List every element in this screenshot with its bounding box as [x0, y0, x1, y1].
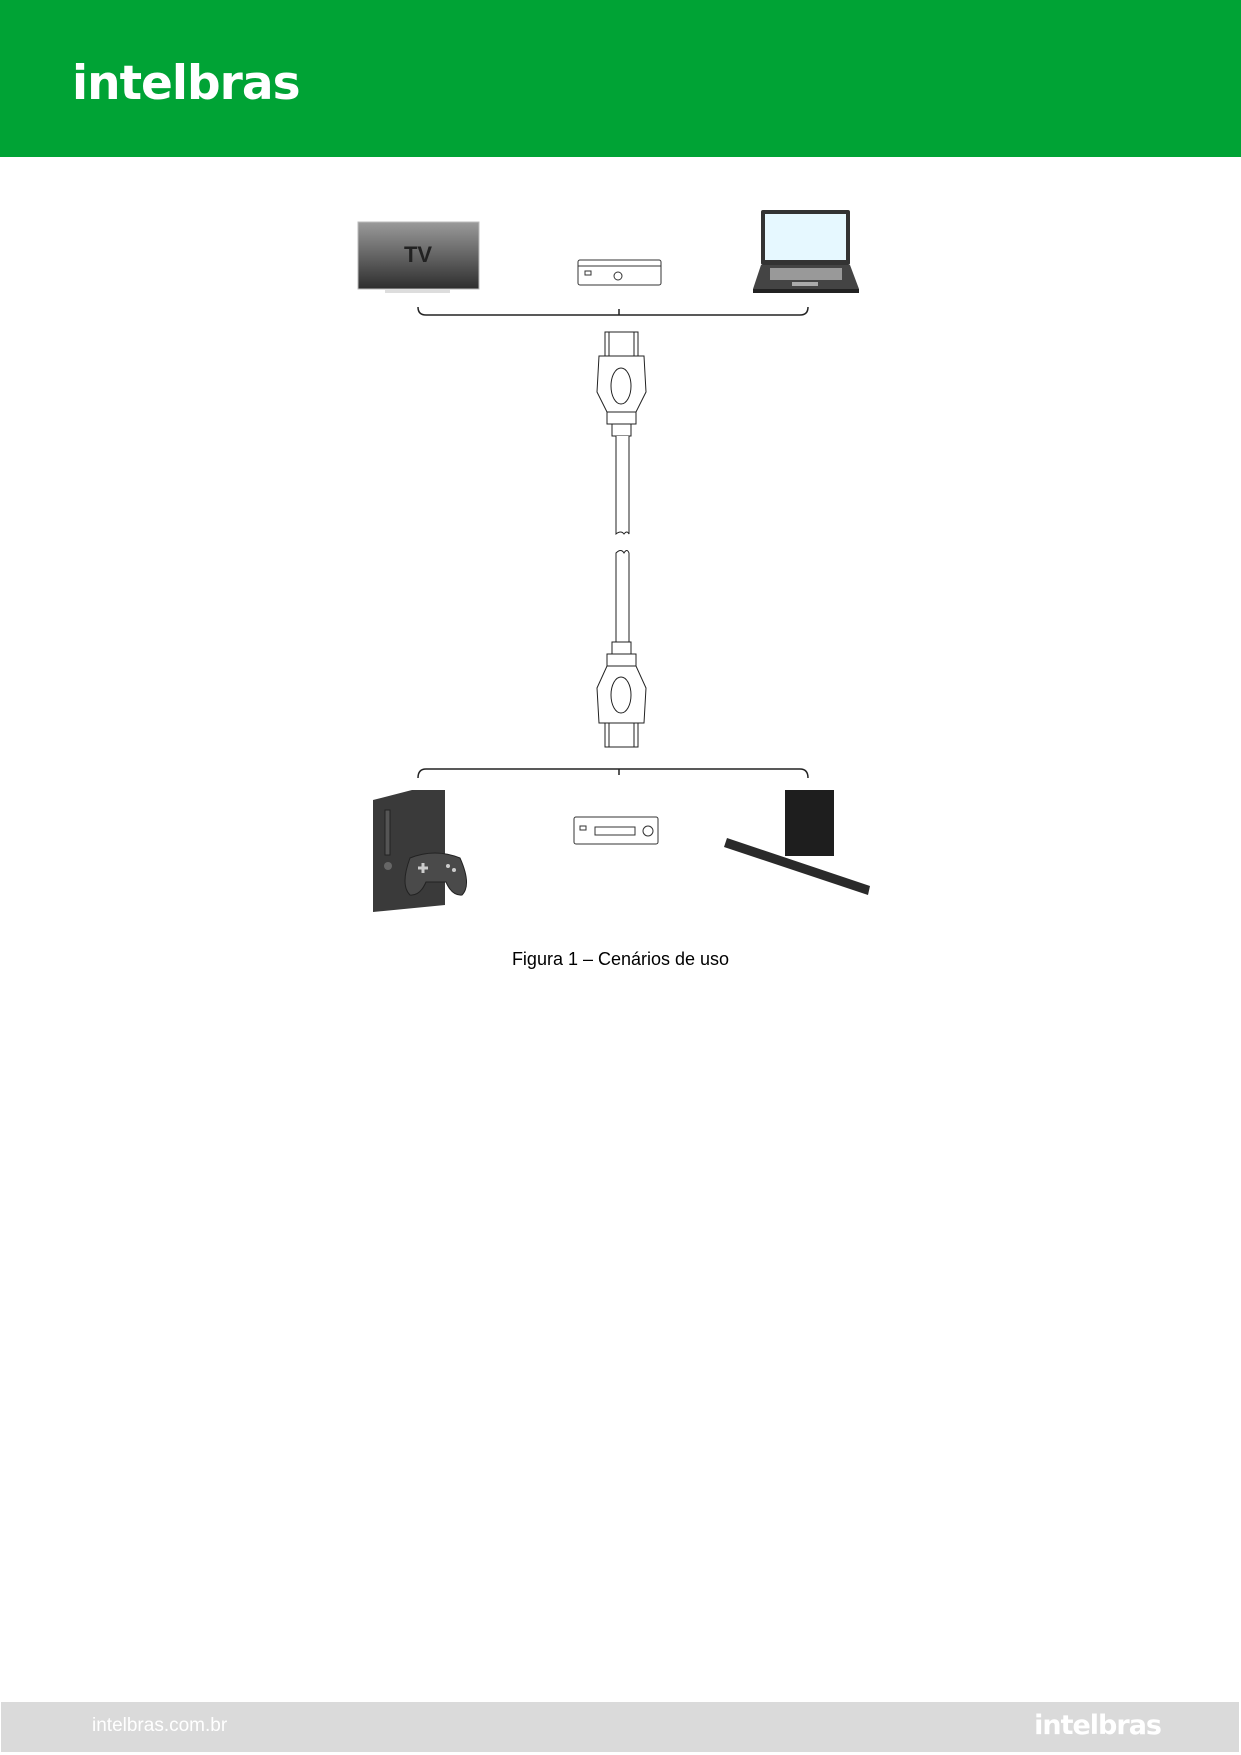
footer-website-link[interactable]: intelbras.com.br [92, 1715, 228, 1736]
dvd-player-icon [573, 816, 659, 845]
intelbras-logo: intelbras [72, 56, 301, 111]
tv-label: TV [404, 242, 432, 267]
page-footer: intelbras.com.br intelbras [1, 1702, 1239, 1752]
game-console-icon [373, 790, 467, 912]
tv-icon: TV [357, 221, 480, 293]
top-brace [417, 306, 809, 316]
figure-caption: Figura 1 – Cenários de uso [511, 949, 730, 969]
hdmi-connector-top [596, 331, 647, 536]
bottom-brace [417, 768, 809, 779]
usage-scenarios-figure: TV [357, 210, 870, 912]
hdmi-connector-bottom [596, 550, 647, 748]
soundbar-icon [724, 790, 870, 895]
page-header: intelbras [0, 0, 1241, 157]
set-top-box-icon [577, 259, 662, 286]
laptop-icon [753, 210, 859, 293]
footer-intelbras-logo: intelbras [1034, 1710, 1162, 1741]
